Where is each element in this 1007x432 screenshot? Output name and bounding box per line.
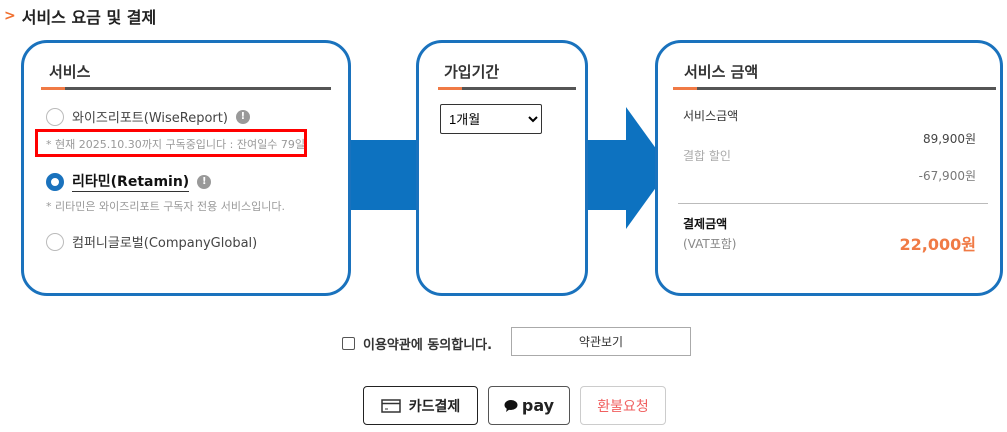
radio-button[interactable] xyxy=(46,232,64,251)
subscription-note: * 현재 2025.10.30까지 구독중입니다 : 잔여일수 79일 xyxy=(46,138,305,151)
option-retamin[interactable]: 리타민(Retamin)! xyxy=(46,171,212,192)
info-icon[interactable]: ! xyxy=(235,109,250,124)
divider xyxy=(678,203,988,204)
flow-arrow-band xyxy=(586,140,628,210)
credit-card-icon xyxy=(380,398,401,413)
flow-arrow-band xyxy=(349,140,419,210)
radio-button[interactable] xyxy=(46,107,64,126)
total-amount: 22,000원 xyxy=(899,235,976,254)
panel-heading: 가입기간 xyxy=(444,63,500,81)
option-wisereport[interactable]: 와이즈리포트(WiseReport)! xyxy=(46,107,250,126)
service-panel: 서비스 와이즈리포트(WiseReport)! * 현재 2025.10.30까… xyxy=(21,40,351,296)
vat-label: (VAT포함) xyxy=(683,237,737,251)
radio-button-selected[interactable] xyxy=(46,172,64,191)
agree-checkbox[interactable] xyxy=(342,337,355,350)
price-panel: 서비스 금액 서비스금액 89,900원 결합 할인 -67,900원 결제금액… xyxy=(655,40,1003,296)
period-panel: 가입기간 1개월 xyxy=(416,40,588,296)
discount-label: 결합 할인 xyxy=(683,149,731,163)
panel-heading: 서비스 금액 xyxy=(684,63,759,81)
total-label: 결제금액 xyxy=(683,217,728,231)
section-title: >서비스 요금 및 결제 xyxy=(4,8,157,27)
speech-bubble-icon xyxy=(504,400,518,412)
divider xyxy=(41,87,331,90)
view-terms-button[interactable]: 약관보기 xyxy=(511,327,691,356)
highlight-box xyxy=(35,129,307,157)
panel-heading: 서비스 xyxy=(49,63,91,81)
option-companyglobal[interactable]: 컴퍼니글로벌(CompanyGlobal) xyxy=(46,232,257,251)
terms-agree[interactable]: 이용약관에 동의합니다. xyxy=(342,334,492,353)
discount-amount: -67,900원 xyxy=(918,169,976,183)
refund-request-button[interactable]: 환불요청 xyxy=(580,386,666,425)
card-payment-button[interactable]: 카드결제 xyxy=(363,386,478,425)
info-icon[interactable]: ! xyxy=(197,174,212,189)
service-note: * 리타민은 와이즈리포트 구독자 전용 서비스입니다. xyxy=(46,200,285,213)
kakao-pay-button[interactable]: pay xyxy=(488,386,570,425)
divider xyxy=(438,87,576,90)
service-amount-label: 서비스금액 xyxy=(683,109,739,123)
chevron-right-icon: > xyxy=(4,8,16,24)
service-amount: 89,900원 xyxy=(922,132,976,146)
divider xyxy=(673,87,996,90)
period-select[interactable]: 1개월 xyxy=(440,104,542,134)
